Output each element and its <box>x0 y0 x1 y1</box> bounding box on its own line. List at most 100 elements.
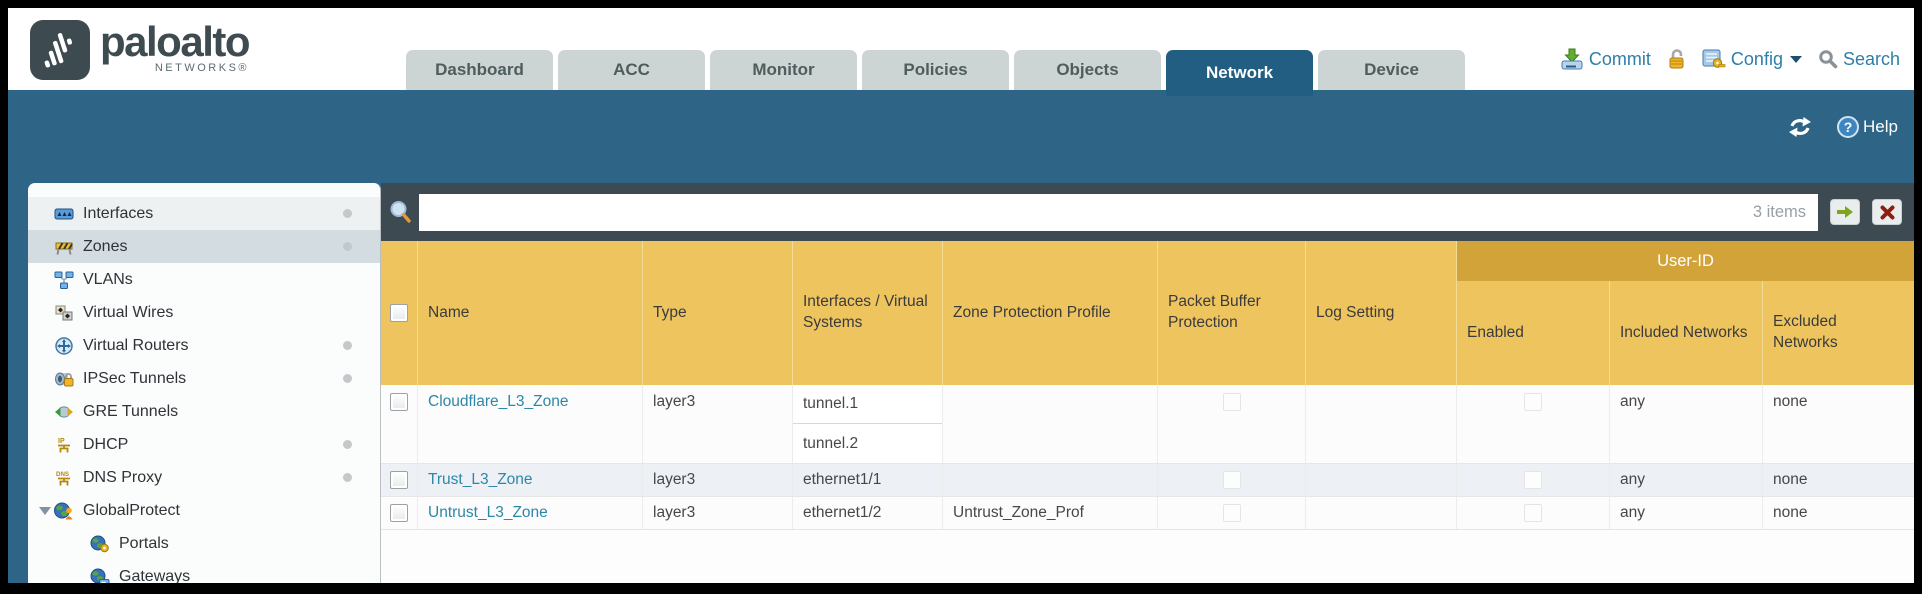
filter-search-icon[interactable] <box>389 200 412 224</box>
sidebar-item-label: DNS Proxy <box>83 468 163 486</box>
row-checkbox[interactable] <box>390 504 408 522</box>
sidebar-item-label: Zones <box>83 237 128 255</box>
help-icon: ? <box>1837 116 1860 138</box>
tab-network[interactable]: Network <box>1166 50 1313 96</box>
zone-name-link[interactable]: Trust_L3_Zone <box>428 471 533 488</box>
paloalto-logo-icon <box>30 20 90 80</box>
user-id-enabled-checkbox[interactable] <box>1524 471 1542 489</box>
col-header-enabled[interactable]: Enabled <box>1457 281 1610 385</box>
included-networks-cell: any <box>1610 385 1763 463</box>
sidebar-item-portals[interactable]: Portals <box>28 527 380 560</box>
zones-table-header: Name Type Interfaces / Virtual Systems Z… <box>381 241 1914 385</box>
zone-protection-profile-cell: Untrust_Zone_Prof <box>943 497 1158 529</box>
zone-name-link[interactable]: Cloudflare_L3_Zone <box>428 393 569 410</box>
dhcp-icon: IP <box>58 438 70 452</box>
sidebar-item-gateways[interactable]: Gateways <box>28 560 380 583</box>
clear-filter-button[interactable] <box>1872 199 1902 225</box>
status-dot <box>343 242 352 251</box>
tab-policies[interactable]: Policies <box>862 50 1009 90</box>
status-dot <box>343 374 352 383</box>
sidebar-item-dns-proxy[interactable]: DNS DNS Proxy <box>28 461 380 494</box>
table-empty-space <box>381 530 1914 583</box>
select-all-checkbox[interactable] <box>390 304 408 322</box>
log-setting-cell <box>1306 464 1457 496</box>
network-sidebar: Interfaces Zones <box>28 183 381 583</box>
col-header-zone-protection-profile[interactable]: Zone Protection Profile <box>943 241 1158 385</box>
sidebar-item-virtual-wires[interactable]: Virtual Wires <box>28 296 380 329</box>
col-header-log-setting[interactable]: Log Setting <box>1306 241 1457 385</box>
top-right-links: Commit Config <box>1560 48 1900 70</box>
packet-buffer-protection-checkbox[interactable] <box>1222 393 1241 411</box>
virtual-routers-icon <box>55 336 73 355</box>
excluded-networks-cell: none <box>1773 504 1808 521</box>
included-networks-cell: any <box>1610 497 1763 529</box>
band-tools: ? Help <box>1787 116 1898 138</box>
packet-buffer-protection-cell <box>1158 464 1306 496</box>
sidebar-item-globalprotect[interactable]: GlobalProtect <box>28 494 380 527</box>
select-all-cell <box>381 241 418 385</box>
interface-item: tunnel.1 <box>793 385 942 424</box>
col-header-included-networks[interactable]: Included Networks <box>1610 281 1763 385</box>
commit-icon[interactable] <box>1560 48 1584 70</box>
sidebar-item-label: GRE Tunnels <box>83 402 179 420</box>
user-id-enabled-checkbox[interactable] <box>1524 393 1542 411</box>
sidebar-item-label: VLANs <box>83 270 133 288</box>
packet-buffer-protection-cell <box>1158 385 1306 463</box>
user-id-enabled-cell <box>1457 385 1610 463</box>
zone-interfaces-cell: ethernet1/1 <box>793 464 943 496</box>
tab-device[interactable]: Device <box>1318 50 1465 90</box>
user-id-enabled-checkbox[interactable] <box>1524 504 1542 522</box>
tab-dashboard[interactable]: Dashboard <box>406 50 553 90</box>
sidebar-item-gre-tunnels[interactable]: GRE Tunnels <box>28 395 380 428</box>
col-header-excluded-networks[interactable]: Excluded Networks <box>1773 313 1838 351</box>
packet-buffer-protection-checkbox[interactable] <box>1222 504 1241 522</box>
sidebar-item-ipsec-tunnels[interactable]: IPSec Tunnels <box>28 362 380 395</box>
apply-filter-button[interactable] <box>1830 199 1860 225</box>
refresh-icon[interactable] <box>1787 116 1813 138</box>
zone-name-cell: Trust_L3_Zone <box>418 464 643 496</box>
collapse-arrow-icon[interactable] <box>39 506 51 515</box>
config-link[interactable]: Config <box>1730 48 1783 69</box>
globalprotect-icon <box>54 502 73 519</box>
status-dot <box>343 209 352 218</box>
unlock-icon[interactable] <box>1667 48 1686 70</box>
sidebar-item-label: Gateways <box>119 567 191 584</box>
sidebar-item-interfaces[interactable]: Interfaces <box>28 197 380 230</box>
config-icon[interactable] <box>1702 49 1726 70</box>
log-setting-cell <box>1306 497 1457 529</box>
filter-input[interactable] <box>431 203 1753 221</box>
row-checkbox[interactable] <box>390 471 408 489</box>
col-header-type[interactable]: Type <box>643 241 793 385</box>
help-label: Help <box>1863 117 1898 136</box>
row-checkbox[interactable] <box>390 393 408 411</box>
config-caret-icon[interactable] <box>1789 55 1802 63</box>
zone-name-link[interactable]: Untrust_L3_Zone <box>428 504 548 521</box>
col-header-name[interactable]: Name <box>418 241 643 385</box>
interface-item: ethernet1/2 <box>803 504 882 521</box>
gateways-icon <box>90 568 110 583</box>
user-id-group-header: User-ID <box>1457 241 1914 281</box>
sidebar-item-virtual-routers[interactable]: Virtual Routers <box>28 329 380 362</box>
zones-icon <box>55 241 73 255</box>
search-icon[interactable] <box>1818 49 1838 69</box>
sidebar-item-zones[interactable]: Zones <box>28 230 380 263</box>
col-header-packet-buffer-protection[interactable]: Packet Buffer Protection <box>1158 241 1306 385</box>
vlans-icon <box>54 271 74 289</box>
user-id-enabled-cell <box>1457 497 1610 529</box>
col-header-interfaces[interactable]: Interfaces / Virtual Systems <box>793 241 943 385</box>
tab-monitor[interactable]: Monitor <box>710 50 857 90</box>
sidebar-item-dhcp[interactable]: IP DHCP <box>28 428 380 461</box>
excluded-networks-cell: none <box>1773 393 1808 410</box>
search-link[interactable]: Search <box>1842 48 1900 69</box>
virtual-wires-icon <box>55 305 73 320</box>
packet-buffer-protection-checkbox[interactable] <box>1222 471 1241 489</box>
interface-item: tunnel.2 <box>793 424 942 463</box>
tab-objects[interactable]: Objects <box>1014 50 1161 90</box>
sidebar-item-vlans[interactable]: VLANs <box>28 263 380 296</box>
dns-proxy-icon: DNS <box>56 471 70 485</box>
main-nav-tabs: Dashboard ACC Monitor Policies Objects N… <box>406 50 1465 96</box>
brand-subname: NETWORKS® <box>154 62 250 75</box>
help-button[interactable]: ? Help <box>1837 116 1898 138</box>
tab-acc[interactable]: ACC <box>558 50 705 90</box>
commit-link[interactable]: Commit <box>1588 48 1651 69</box>
